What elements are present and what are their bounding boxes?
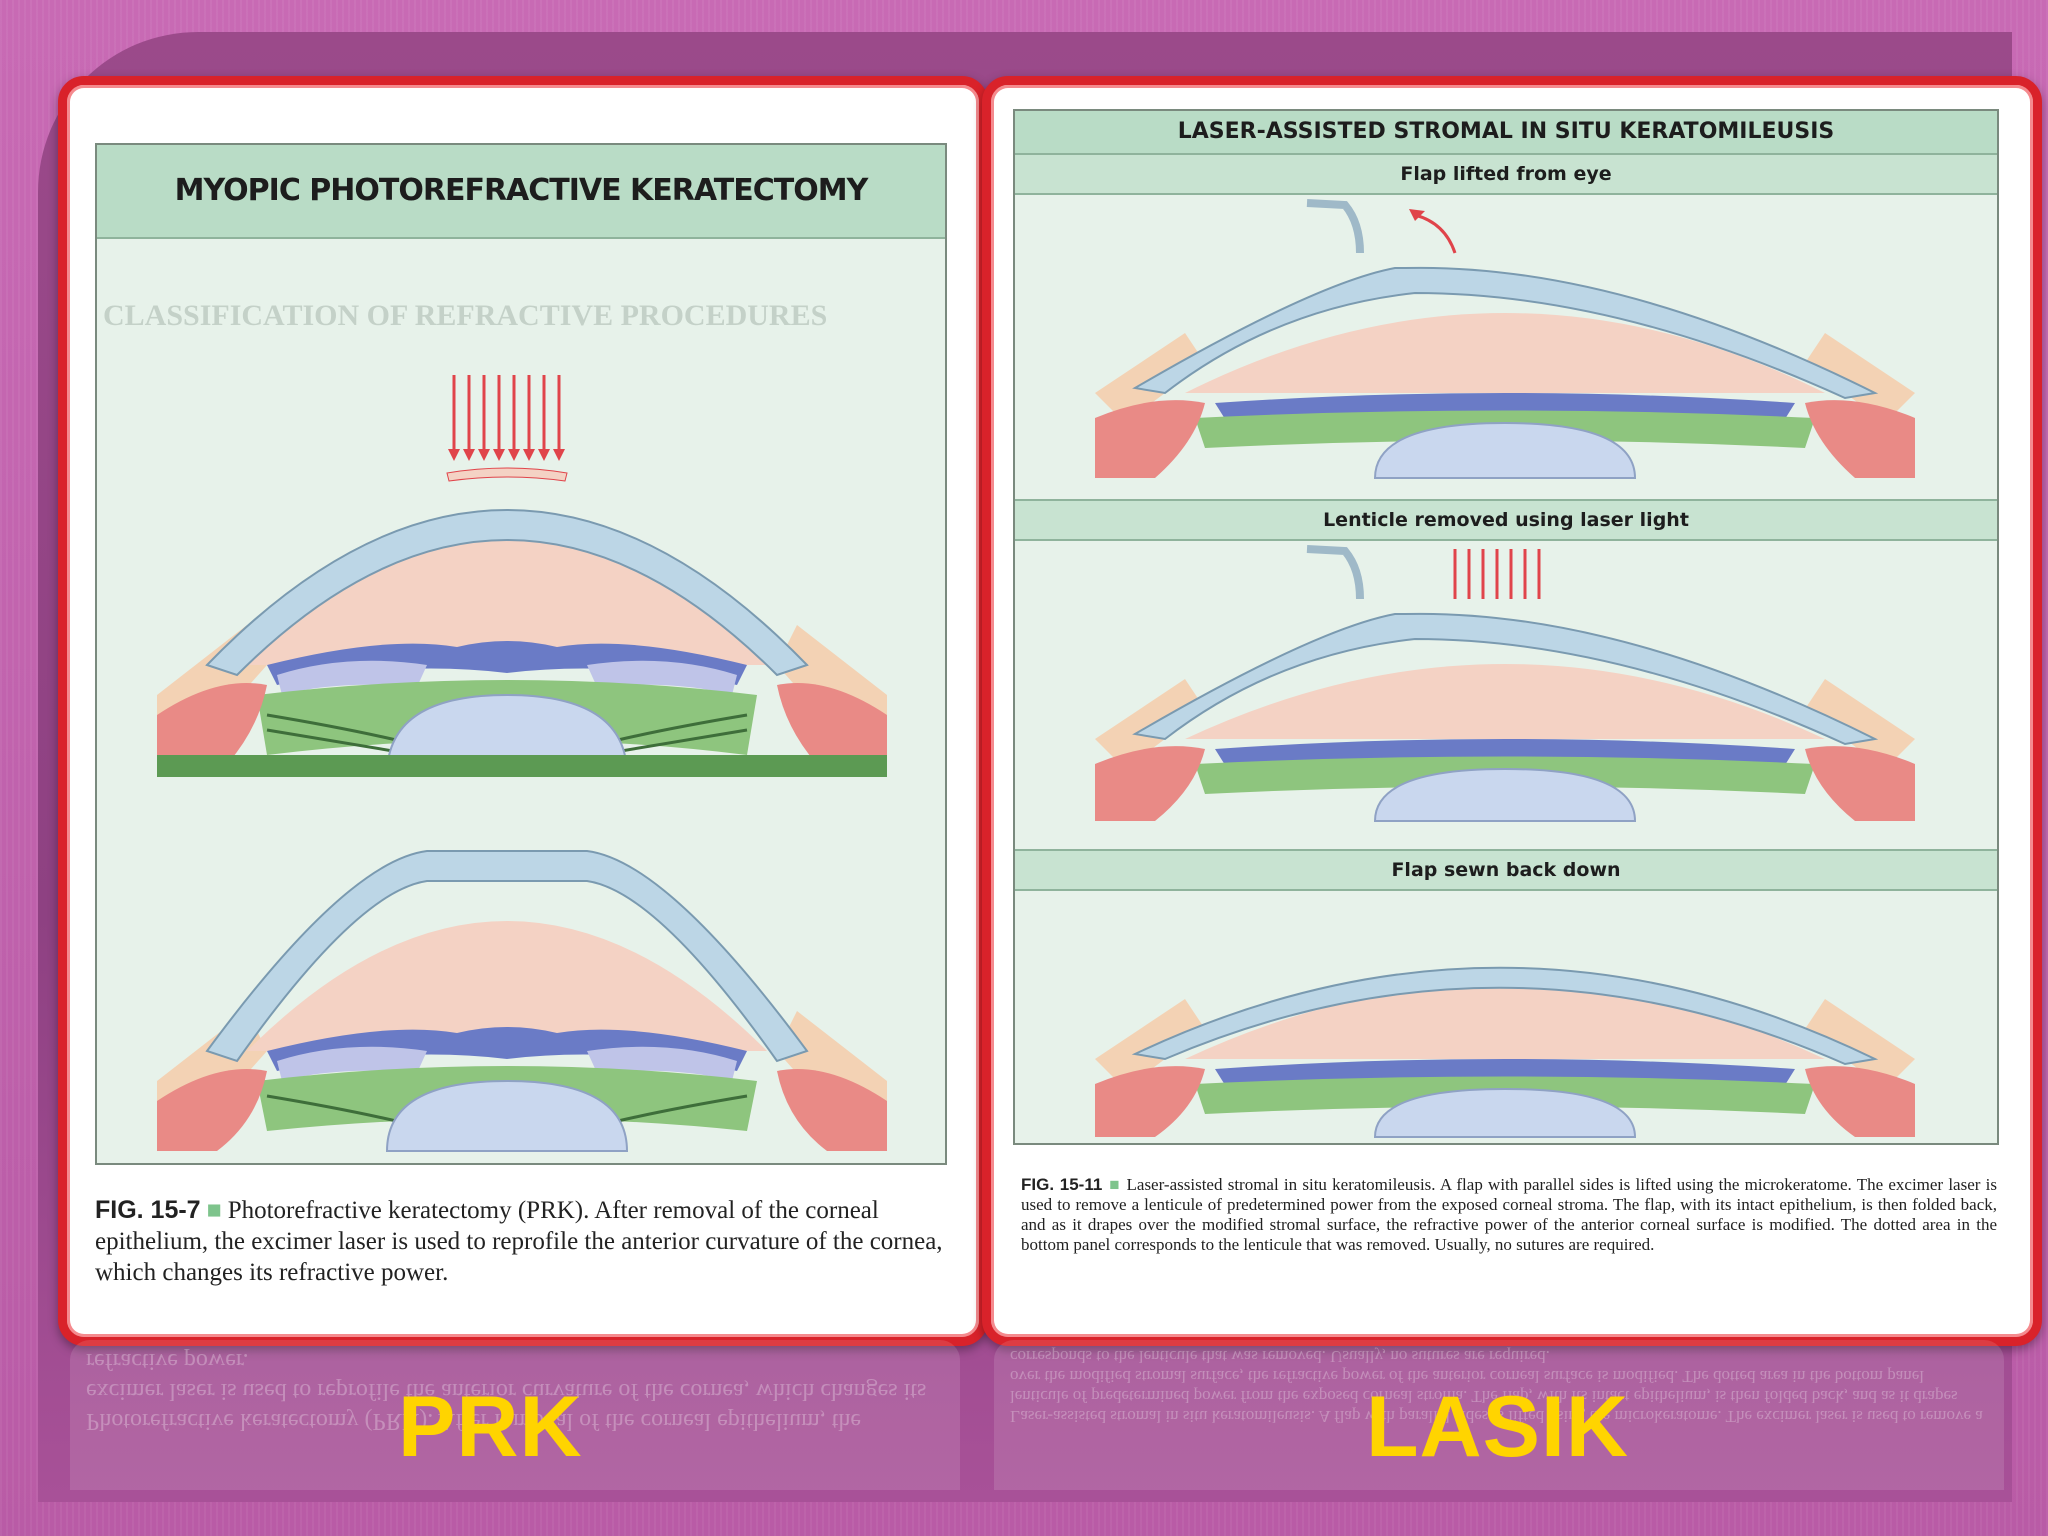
- prk-fig-number: FIG. 15-7: [95, 1196, 201, 1224]
- lasik-fig-number: FIG. 15-11: [1021, 1175, 1103, 1194]
- laser-beam-arrows: [452, 375, 561, 455]
- lasik-cornea-flap: [1132, 266, 1879, 400]
- prk-eye-diagram-after: [157, 850, 887, 1152]
- caption-separator: ■: [206, 1197, 222, 1224]
- lasik-label: LASIK: [1366, 1379, 1629, 1475]
- lasik-figure-title: LASER-ASSISTED STROMAL IN SITU KERATOMIL…: [1015, 111, 1997, 155]
- lasik-card-reflection: Laser-assisted stromal in situ keratomil…: [994, 1340, 2004, 1490]
- caption-separator: ■: [1108, 1175, 1121, 1194]
- lasik-caption-text: Laser-assisted stromal in situ keratomil…: [1021, 1175, 1997, 1254]
- lasik-section-label-2: Lenticle removed using laser light: [1015, 499, 1997, 541]
- prk-label: PRK: [398, 1379, 583, 1475]
- reshaped-cornea: [205, 850, 809, 1063]
- lasik-figure-caption: FIG. 15-11 ■Laser-assisted stromal in sit…: [1021, 1175, 1997, 1255]
- prk-eye-diagram-before: [157, 375, 887, 777]
- prk-caption-text: Photorefractive keratectomy (PRK). After…: [95, 1197, 943, 1286]
- prk-figure-caption: FIG. 15-7■Photorefractive keratectomy (P…: [95, 1195, 945, 1288]
- lasik-eye-diagram-flap-down: [1095, 966, 1915, 1138]
- prk-figure-card: MYOPIC PHOTOREFRACTIVE KERATECTOMY CLASS…: [58, 76, 988, 1346]
- lasik-section-label-1: Flap lifted from eye: [1015, 153, 1997, 195]
- lasik-figure: LASER-ASSISTED STROMAL IN SITU KERATOMIL…: [1013, 109, 1999, 1145]
- cornea: [205, 509, 809, 677]
- lasik-eye-diagram-laser: [1095, 545, 1915, 822]
- lasik-section-label-3: Flap sewn back down: [1015, 849, 1997, 891]
- lasik-eye-diagram-flap-lifted: [1095, 199, 1915, 479]
- prk-figure-title: MYOPIC PHOTOREFRACTIVE KERATECTOMY: [97, 145, 945, 239]
- prk-card-reflection: Photorefractive keratectomy (PRK). After…: [70, 1340, 960, 1490]
- iris: [267, 641, 747, 685]
- lasik-figure-card: LASER-ASSISTED STROMAL IN SITU KERATOMIL…: [982, 76, 2042, 1346]
- prk-figure: MYOPIC PHOTOREFRACTIVE KERATECTOMY CLASS…: [95, 143, 947, 1165]
- prk-background-heading: CLASSIFICATION OF REFRACTIVE PROCEDURES: [103, 299, 828, 332]
